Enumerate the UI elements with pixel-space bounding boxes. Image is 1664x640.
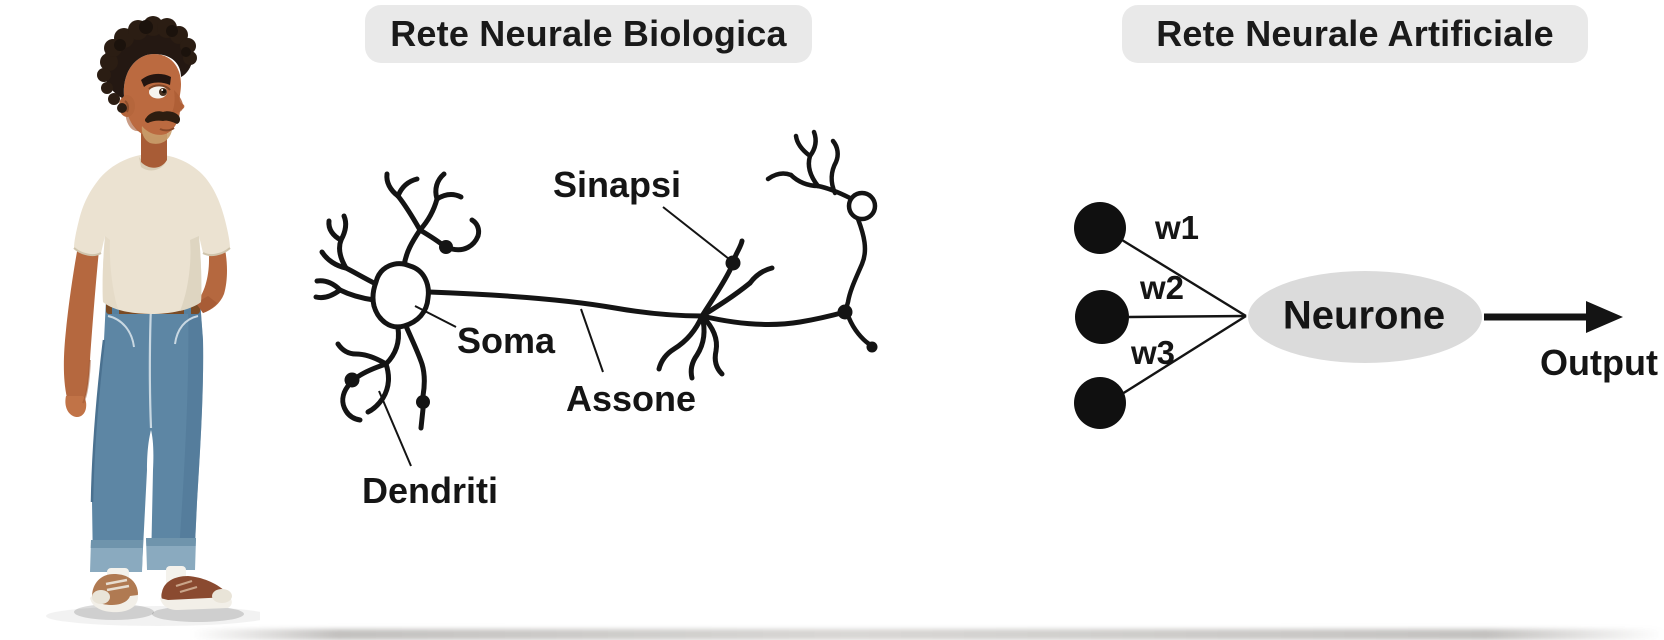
leader-lines — [378, 206, 730, 467]
output-arrow — [1484, 301, 1623, 333]
sneakers — [90, 574, 232, 613]
eyebrow — [141, 73, 171, 87]
arrowhead — [1586, 301, 1623, 333]
label-neurone: Neurone — [1282, 293, 1446, 338]
title-biological-text: Rete Neurale Biologica — [390, 13, 787, 54]
input-node-3 — [1074, 377, 1126, 429]
title-artificial-text: Rete Neurale Artificiale — [1156, 13, 1554, 54]
soma-leader — [414, 305, 457, 328]
mustache — [144, 111, 181, 124]
soma-shape — [370, 261, 431, 330]
ground-shadow — [46, 604, 260, 626]
sinapsi-leader — [662, 206, 730, 260]
axon-terminals — [656, 238, 848, 381]
neuron-ellipse — [1248, 271, 1482, 363]
input-nodes — [1074, 202, 1129, 429]
postsynaptic-neuron — [765, 129, 878, 347]
right-arm — [196, 241, 227, 313]
title-biological: Rete Neurale Biologica — [365, 5, 812, 63]
dendriti-leader — [378, 390, 412, 467]
label-weight-1: w1 — [1154, 209, 1200, 246]
t-shirt — [73, 154, 231, 314]
jeans — [90, 300, 204, 568]
label-dendriti: Dendriti — [361, 470, 499, 511]
hair-curl-shadows — [114, 20, 191, 57]
eye — [148, 84, 171, 99]
label-weight-2: w2 — [1139, 269, 1185, 306]
jeans-cuffs — [90, 538, 196, 572]
assone-leader — [580, 308, 604, 373]
cartoon-man-illustration — [46, 16, 260, 626]
left-arm — [63, 240, 99, 418]
mouth — [159, 127, 175, 132]
label-output: Output — [1540, 342, 1658, 383]
synaptic-boutons — [344, 240, 878, 409]
dendrites-left — [313, 213, 379, 303]
nose — [172, 90, 184, 113]
head — [97, 16, 197, 168]
label-assone: Assone — [565, 378, 697, 419]
input-node-1 — [1074, 202, 1126, 254]
axon-line — [426, 289, 705, 319]
label-sinapsi: Sinapsi — [552, 164, 682, 205]
label-weight-3: w3 — [1130, 334, 1176, 371]
title-artificial: Rete Neurale Artificiale — [1122, 5, 1588, 63]
bottom-edge-smudge — [190, 629, 1664, 640]
label-soma: Soma — [456, 320, 556, 361]
input-node-2 — [1075, 290, 1129, 344]
weight-connections — [1121, 238, 1247, 396]
